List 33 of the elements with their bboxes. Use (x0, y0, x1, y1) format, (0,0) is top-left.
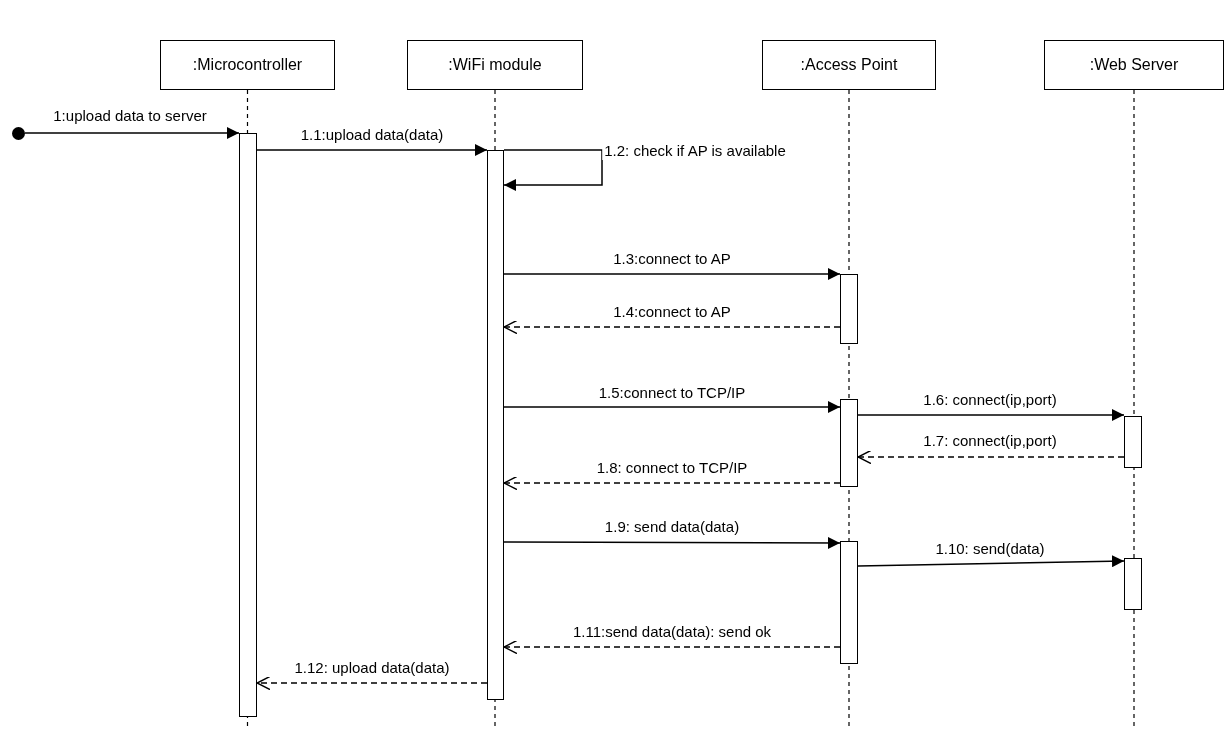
message-arrow (857, 555, 1125, 568)
return-arrow (503, 639, 841, 655)
message-arrow (857, 409, 1125, 421)
message-arrow (503, 401, 841, 413)
message-label: 1.6: connect(ip,port) (921, 391, 1059, 409)
message-arrow (256, 144, 488, 156)
activation-bar (840, 541, 858, 664)
message-arrow (503, 149, 603, 191)
return-arrow (503, 475, 841, 491)
activation-bar (1124, 416, 1142, 468)
message-label: 1.12: upload data(data) (292, 659, 452, 677)
lifeline-head: :Access Point (762, 40, 936, 90)
return-arrow (256, 675, 488, 691)
message-label: 1.10: send(data) (933, 540, 1047, 558)
message-arrow (503, 268, 841, 280)
message-label: 1.9: send data(data) (602, 518, 742, 536)
message-arrow (24, 127, 240, 139)
activation-bar (840, 399, 858, 487)
message-label: 1:upload data to server (51, 107, 209, 125)
return-arrow (503, 319, 841, 335)
activation-bar (1124, 558, 1142, 610)
lifeline-head: :WiFi module (407, 40, 583, 90)
message-label: 1.7: connect(ip,port) (921, 432, 1059, 450)
lifeline-head: :Web Server (1044, 40, 1224, 90)
activation-bar (239, 133, 257, 717)
message-arrow (503, 536, 841, 549)
message-label: 1.2: check if AP is available (602, 142, 788, 160)
return-arrow (857, 449, 1125, 465)
activation-bar (840, 274, 858, 344)
lifeline-head: :Microcontroller (160, 40, 335, 90)
start-dot (12, 127, 25, 140)
message-label: 1.1:upload data(data) (298, 126, 446, 144)
activation-bar (487, 150, 504, 700)
